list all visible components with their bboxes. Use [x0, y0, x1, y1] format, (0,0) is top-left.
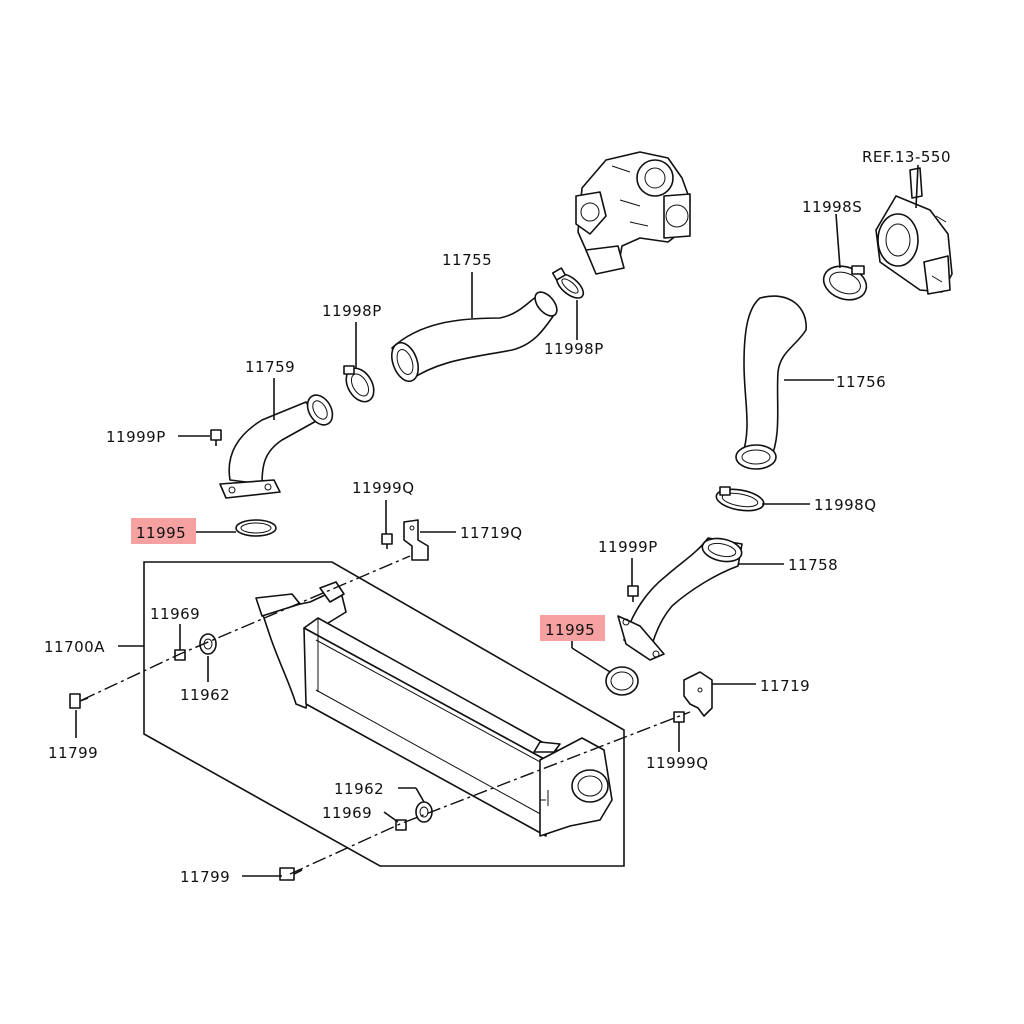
label-11998p-mid[interactable]: 11998P: [544, 340, 604, 358]
bracket-11719q: [403, 519, 429, 561]
label-11998q[interactable]: 11998Q: [814, 496, 877, 514]
hose-11755: [391, 291, 558, 383]
bolt-11999p-left: [210, 429, 222, 446]
label-11999p-left[interactable]: 11999P: [106, 428, 166, 446]
label-11962-bottom[interactable]: 11962: [334, 780, 384, 798]
label-11998s[interactable]: 11998S: [802, 198, 862, 216]
label-11999p-right[interactable]: 11999P: [598, 538, 658, 556]
hose-clamp-11998s: [822, 265, 868, 301]
pipe-11758: [617, 537, 743, 661]
pipe-11759: [219, 394, 334, 499]
turbocharger-illustration: [575, 151, 691, 275]
intercooler-core-11700a: [255, 581, 613, 837]
nut-11969-bottom: [395, 819, 407, 831]
label-11719q[interactable]: 11719Q: [460, 524, 523, 542]
callout-labels: REF.13-550 11998S 11755 11998P 11998P 11…: [44, 148, 951, 886]
hose-clamp-11998p-top: [551, 267, 585, 299]
o-ring-11995-right: [605, 666, 639, 696]
bracket-11719: [683, 671, 713, 717]
label-11756[interactable]: 11756: [836, 373, 886, 391]
throttle-body-illustration: [875, 167, 953, 295]
hose-11756: [735, 295, 807, 470]
label-11999q-bottom[interactable]: 11999Q: [646, 754, 709, 772]
leader-lines: [75, 164, 919, 877]
bolt-11799-bottom: [279, 867, 303, 881]
label-11995-left[interactable]: 11995: [136, 524, 186, 542]
bolt-11999q-top: [381, 533, 393, 549]
highlight-11995-right: [540, 615, 605, 641]
label-11999q-top[interactable]: 11999Q: [352, 479, 415, 497]
label-11799-left[interactable]: 11799: [48, 744, 98, 762]
label-11758[interactable]: 11758: [788, 556, 838, 574]
bolt-11999q-bottom: [673, 711, 685, 723]
highlight-11995-left: [131, 518, 196, 544]
o-ring-11995-left: [235, 519, 277, 537]
label-11719[interactable]: 11719: [760, 677, 810, 695]
label-ref-13-550[interactable]: REF.13-550: [862, 148, 951, 166]
label-11969-bottom[interactable]: 11969: [322, 804, 372, 822]
label-11995-right[interactable]: 11995: [545, 621, 595, 639]
label-11799-bottom[interactable]: 11799: [180, 868, 230, 886]
label-11759[interactable]: 11759: [245, 358, 295, 376]
hose-clamp-11998p-middle: [343, 365, 375, 403]
grommet-11962-left: [199, 633, 217, 655]
label-11962-left[interactable]: 11962: [180, 686, 230, 704]
label-11969-left[interactable]: 11969: [150, 605, 200, 623]
label-11998p-top[interactable]: 11998P: [322, 302, 382, 320]
bolt-11799-left: [69, 693, 89, 709]
label-11700a[interactable]: 11700A: [44, 638, 105, 656]
intercooler-assembly-frame: [143, 561, 625, 867]
bolt-11999p-right: [627, 585, 639, 602]
assembly-dashed-lines: [81, 555, 691, 875]
hose-clamp-11998q: [715, 486, 765, 512]
label-11755[interactable]: 11755: [442, 251, 492, 269]
